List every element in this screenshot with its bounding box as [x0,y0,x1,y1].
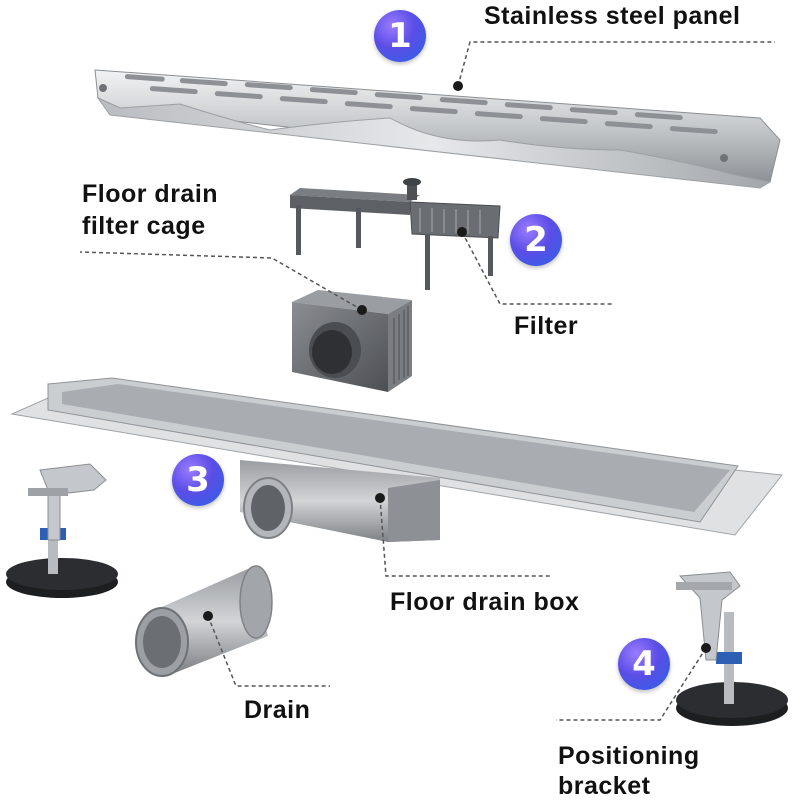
drain-label: Drain [244,696,311,724]
floor-drain-box-label: Floor drain box [390,588,580,616]
filter-frame-illustration [290,178,501,290]
step-badge-4: 4 [618,638,670,690]
filter-cage-illustration [292,290,412,392]
step-badge-4-number: 4 [632,644,656,684]
step-badge-2-number: 2 [524,220,548,260]
step-badge-2: 2 [510,214,562,266]
left-bracket-illustration [6,463,118,598]
filter-cage-label-line2: filter cage [82,212,206,240]
step-badge-1-number: 1 [388,16,412,56]
leader-dots [203,81,711,653]
leader-lines [79,41,775,721]
stainless-steel-panel-illustration [94,69,781,189]
positioning-bracket-illustration [676,571,788,726]
filter-label: Filter [514,312,579,340]
filter-cage-label-line1: Floor drain [82,180,219,208]
step-badge-1: 1 [374,10,426,62]
step-badge-3: 3 [172,454,224,506]
positioning-bracket-label-line1: Positioning [558,742,700,770]
drain-channel-illustration [10,377,783,542]
drain-pipe-illustration [135,565,273,677]
positioning-bracket-label-line2: bracket [558,772,651,800]
step-badge-3-number: 3 [186,460,210,500]
stainless-steel-panel-label: Stainless steel panel [484,2,741,30]
